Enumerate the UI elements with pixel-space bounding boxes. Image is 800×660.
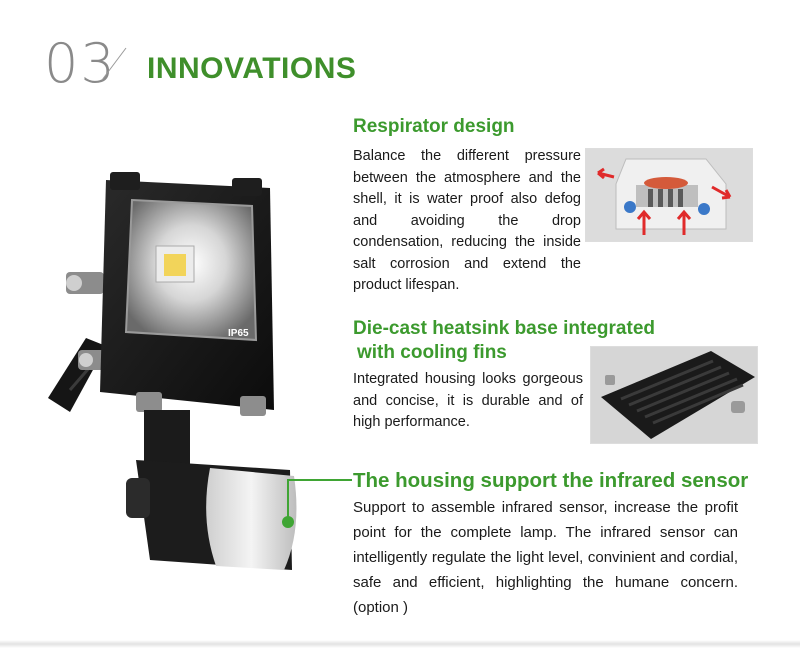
infrared-sensor-heading: The housing support the infrared sensor — [353, 469, 749, 492]
heatsink-fins-image — [590, 346, 758, 444]
svg-text:IP65: IP65 — [228, 328, 249, 339]
heatsink-heading: Die-cast heatsink base integrated with c… — [353, 317, 683, 365]
heatsink-heading-line2: with cooling fins — [357, 342, 507, 363]
respirator-description: Balance the different pressure between t… — [353, 148, 581, 293]
slash-decoration — [101, 47, 127, 81]
page-title: INNOVATIONS — [147, 52, 357, 85]
bottom-divider — [0, 640, 800, 648]
heatsink-heading-line1: Die-cast heatsink base integrated — [353, 318, 655, 339]
sensor-callout-line — [282, 479, 352, 528]
respirator-heading: Respirator design — [353, 116, 515, 137]
heatsink-description: Integrated housing looks gorgeous and co… — [353, 371, 583, 430]
infrared-sensor-description: Support to assemble infrared sensor, inc… — [353, 499, 738, 616]
respirator-valve-image — [585, 148, 753, 242]
floodlight-image: IP65 — [48, 172, 297, 570]
section-number: 03 — [44, 32, 117, 95]
